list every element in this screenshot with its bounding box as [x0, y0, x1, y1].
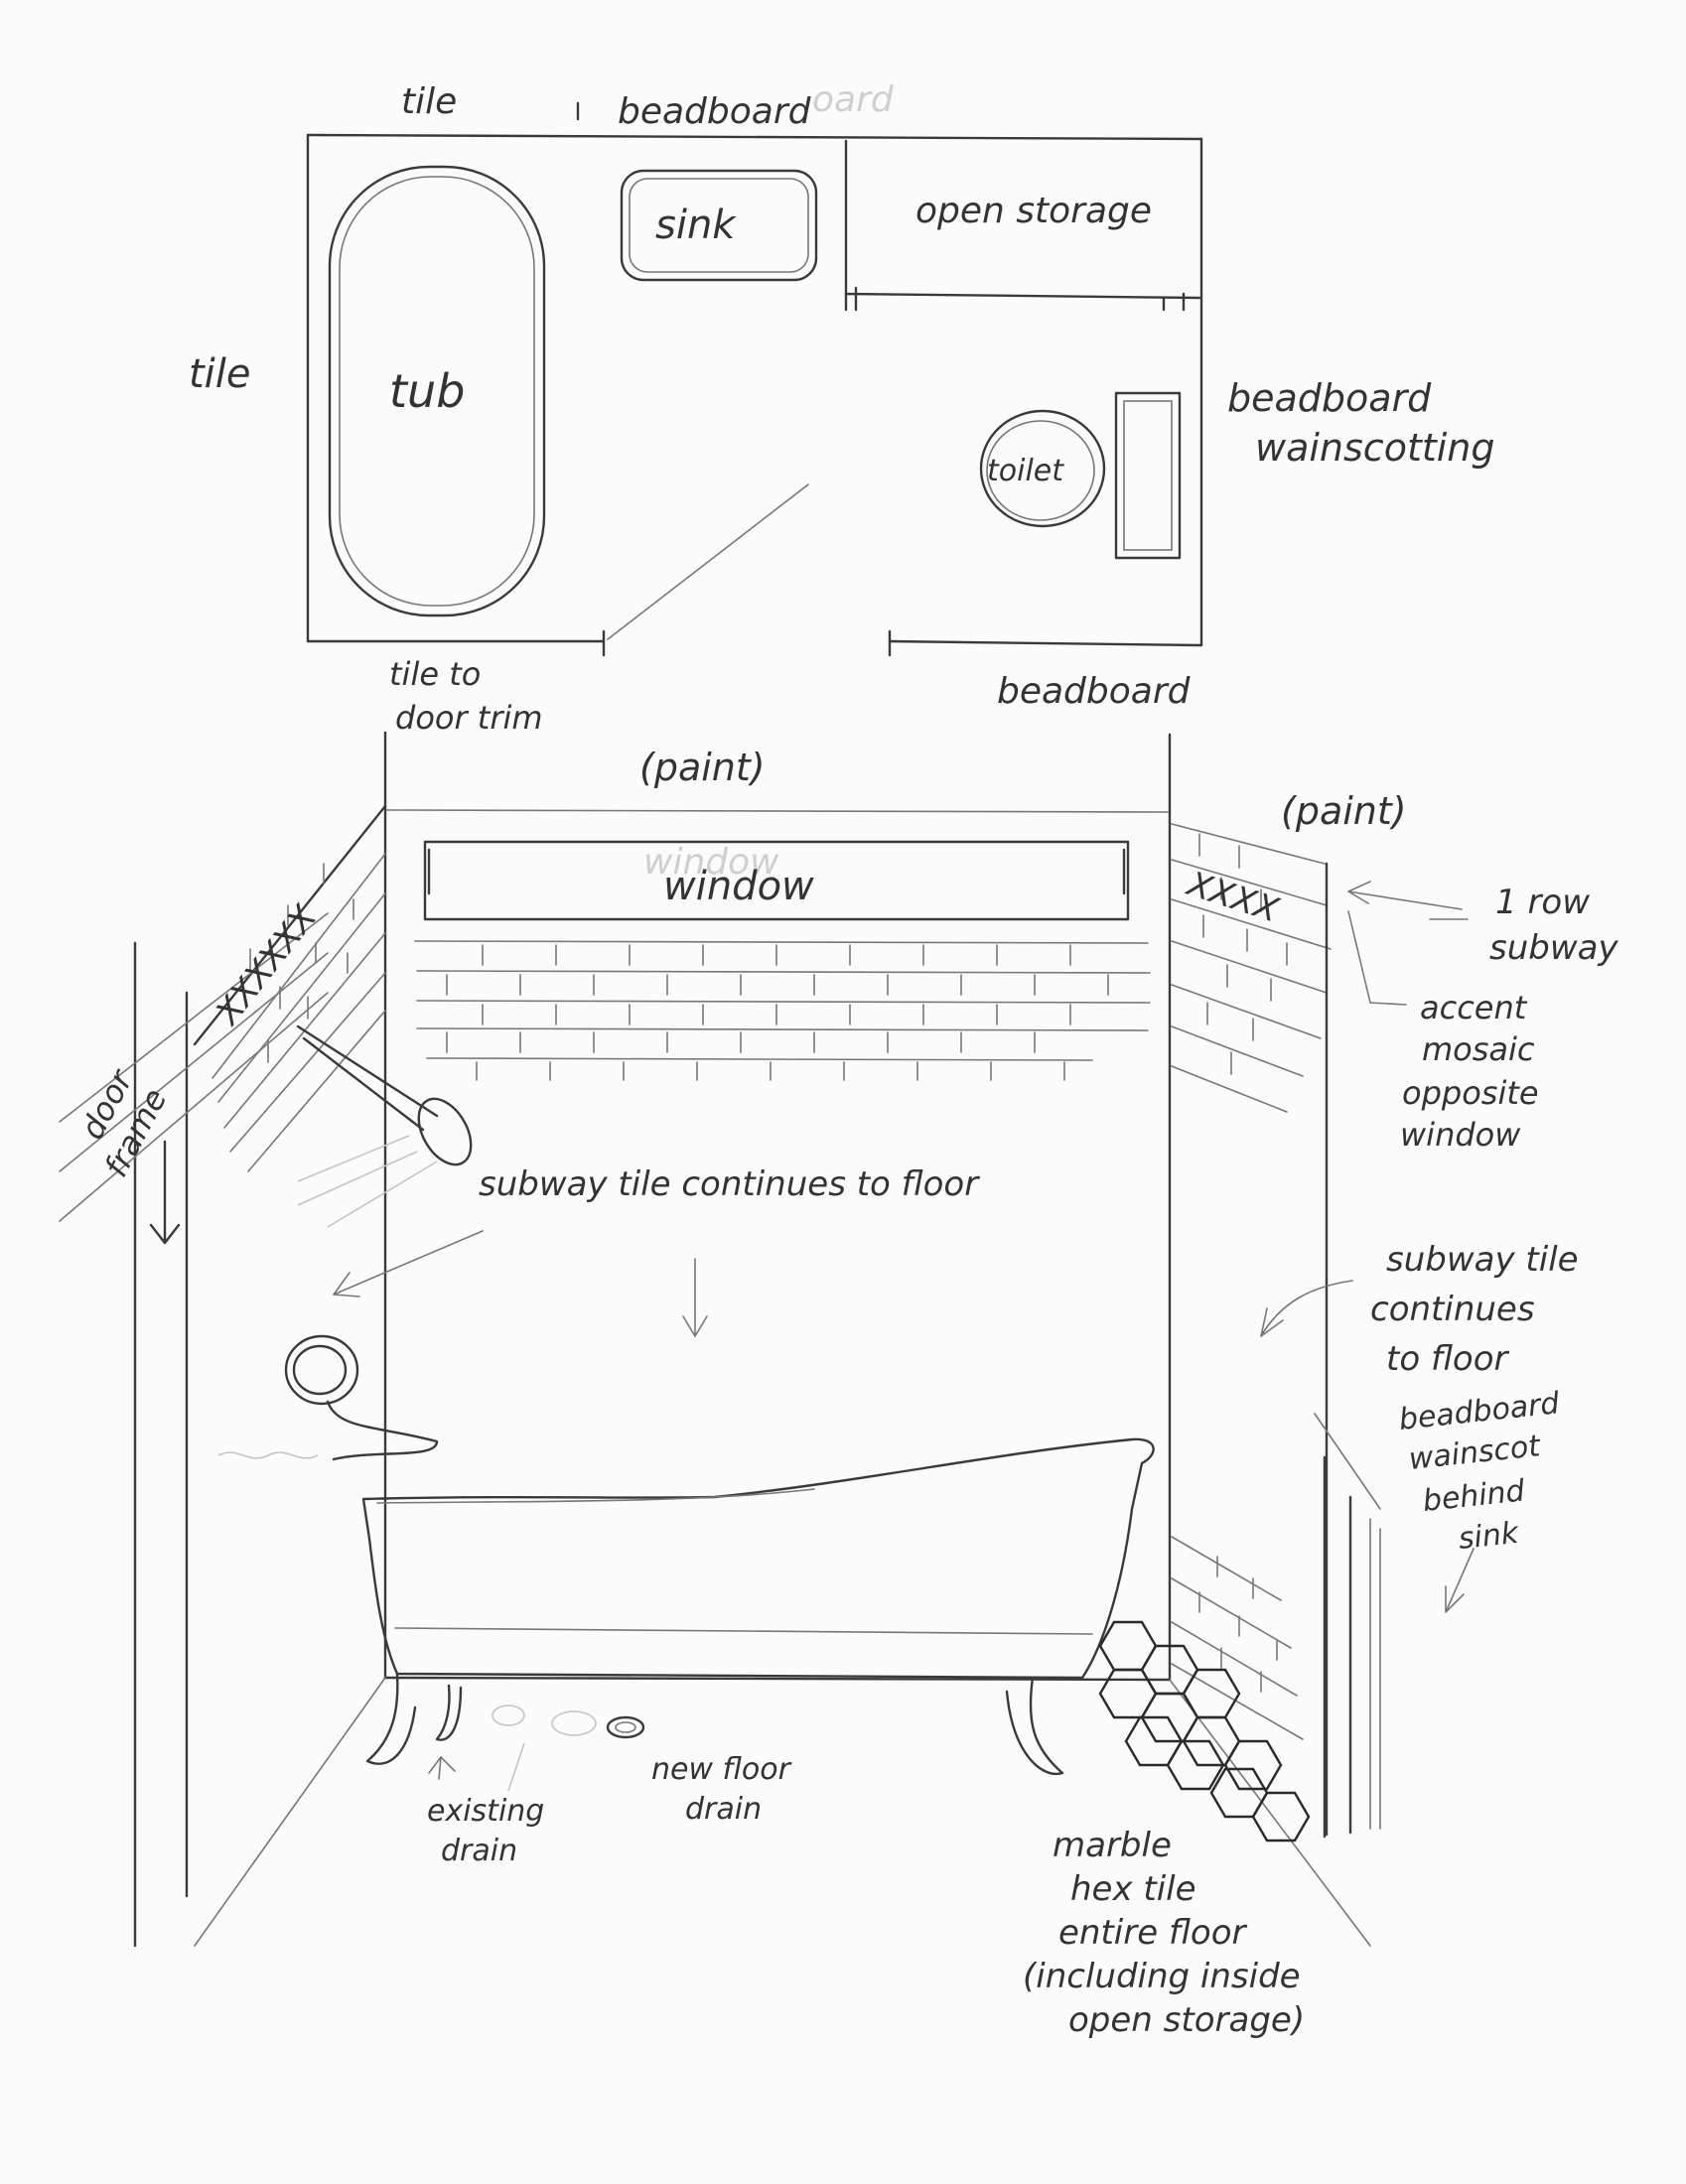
label-beadboard-sink-3: behind [1421, 1473, 1527, 1519]
label-window: window [663, 864, 814, 909]
toilet-bowl [979, 409, 1106, 528]
new-floor-drain [606, 1715, 645, 1739]
back-wall-top [386, 809, 1169, 813]
floor-right-edge [1169, 1679, 1371, 1947]
label-paint-right: (paint) [1281, 789, 1407, 833]
clawfoot-tub [361, 1437, 1155, 1776]
sink-outline [620, 169, 818, 282]
open-storage-partition [844, 139, 1201, 300]
label-open-storage: open storage [915, 191, 1152, 231]
label-beadboard-wainscotting-2: wainscotting [1255, 426, 1495, 470]
elevation-drawing [59, 731, 1475, 1948]
label-marble-hex-2: hex tile [1070, 1869, 1196, 1909]
plan-wall-top [306, 133, 1203, 141]
label-marble-hex-3: entire floor [1058, 1913, 1248, 1953]
label-marble-hex-5: open storage) [1068, 2000, 1305, 2040]
tub-outline [328, 165, 546, 617]
annotation-arrows [333, 881, 1475, 1792]
svg-text:oard: oard [812, 79, 895, 120]
label-paint-top: (paint) [639, 746, 766, 789]
floor-plan [306, 101, 1203, 657]
marble-hex-tiles [1098, 1620, 1311, 1843]
label-left-tile: tile [189, 351, 251, 397]
plan-wall-bottom-right [888, 639, 1203, 647]
label-tile-to-door-trim-1: tile to [389, 655, 481, 693]
label-marble-hex-4: (including inside [1023, 1957, 1301, 1996]
right-wall-tiles [1171, 823, 1332, 1113]
subway-tile-band [414, 940, 1151, 1081]
label-accent-mosaic-2: mosaic [1422, 1030, 1535, 1068]
label-accent-mosaic-3: opposite [1402, 1074, 1539, 1112]
label-tile-to-door-trim-2: door trim [395, 699, 543, 737]
label-new-floor-drain-1: new floor [651, 1752, 792, 1787]
label-beadboard-sink-2: wainscot [1407, 1429, 1543, 1477]
label-subway-continues-right-3: to floor [1386, 1339, 1510, 1379]
label-subway-continues-right-1: subway tile [1386, 1240, 1579, 1280]
label-top-beadboard: beadboard [618, 91, 812, 132]
label-marble-hex-1: marble [1053, 1826, 1172, 1865]
floor-left-edge [194, 1677, 386, 1947]
label-new-floor-drain-2: drain [685, 1792, 762, 1827]
window [423, 840, 1130, 921]
label-accent-mosaic-4: window [1400, 1116, 1521, 1154]
toilet-tank [1114, 391, 1182, 560]
label-tub: tub [389, 364, 465, 418]
label-beadboard-sink-4: sink [1457, 1516, 1521, 1557]
label-one-row-subway-2: subway [1489, 928, 1618, 968]
existing-drain [492, 1705, 525, 1726]
shower-head [296, 1024, 473, 1228]
label-bottom-beadboard: beadboard [997, 671, 1192, 712]
label-existing-drain-1: existing [427, 1794, 544, 1829]
label-sink: sink [655, 203, 737, 248]
back-wall-floor-line [383, 1676, 1172, 1682]
label-subway-continues-center: subway tile continues to floor [479, 1164, 980, 1204]
tub-faucet [217, 1334, 439, 1461]
label-top-tile: tile [401, 81, 457, 122]
label-window-ghost: window [643, 842, 779, 883]
label-beadboard-wainscotting-1: beadboard [1227, 376, 1432, 420]
label-one-row-subway-1: 1 row [1495, 883, 1590, 922]
mosaic-marks-right: XXXX [1181, 864, 1284, 931]
door-swing [607, 483, 809, 640]
label-accent-mosaic-1: accent [1420, 989, 1528, 1026]
label-toilet: toilet [987, 454, 1064, 488]
label-existing-drain-2: drain [441, 1834, 517, 1868]
label-subway-continues-right-2: continues [1370, 1290, 1535, 1329]
